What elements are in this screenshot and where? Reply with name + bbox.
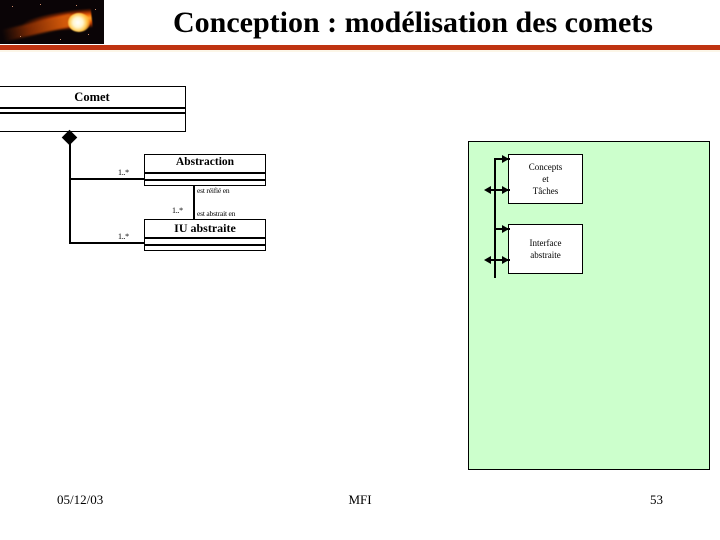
slide-footer: 05/12/03 MFI 53 [0, 492, 720, 514]
arch-box-interface-abstraite[interactable]: Interface abstraite [508, 224, 583, 274]
association-label-reifie: est réifié en [197, 186, 230, 195]
uml-compartment-divider [145, 172, 265, 174]
comet-logo [0, 0, 104, 44]
uml-class-abstraction[interactable]: Abstraction [144, 154, 266, 186]
star-icon [88, 34, 89, 35]
multiplicity-label-iu-abstraite: 1..* [118, 232, 129, 241]
arch-box-line: Interface [529, 237, 562, 248]
star-icon [95, 9, 96, 10]
uml-compartment-divider [0, 112, 185, 114]
arrowhead-right-icon [502, 186, 509, 194]
arch-box-line: Concepts [528, 161, 563, 172]
arrow-line-interface-bidir [488, 259, 510, 261]
title-divider-highlight [0, 50, 720, 52]
association-line-reification [193, 186, 195, 220]
title-divider [0, 45, 720, 50]
uml-class-iu-abstraite[interactable]: IU abstraite [144, 219, 266, 251]
star-icon [12, 6, 13, 7]
star-icon [60, 39, 61, 40]
star-icon [40, 4, 41, 5]
multiplicity-label-abstraction: 1..* [118, 168, 129, 177]
composition-trunk-line [69, 140, 71, 244]
uml-class-name: Comet [74, 90, 110, 104]
footer-date: 05/12/03 [57, 492, 104, 507]
arrowhead-right-icon [502, 256, 509, 264]
arrowhead-right-icon [502, 225, 509, 233]
star-icon [20, 36, 21, 37]
arrowhead-left-icon [484, 186, 491, 194]
multiplicity-label-reification: 1..* [172, 206, 183, 215]
uml-compartment-divider [145, 179, 265, 181]
arrow-bus-interface [494, 228, 496, 278]
association-line-iu-abstraite [69, 242, 145, 244]
uml-compartment-divider [0, 107, 185, 109]
arch-box-line: et [542, 173, 549, 184]
arch-box-concepts-taches[interactable]: Concepts et Tâches [508, 154, 583, 204]
uml-class-name: Abstraction [175, 156, 235, 168]
arrow-bus-connector [494, 205, 496, 231]
association-label-abstrait: est abstrait en [197, 209, 236, 218]
arch-box-line: abstraite [530, 250, 561, 260]
star-icon [76, 5, 77, 6]
arrow-bus-concepts [494, 158, 496, 208]
arrowhead-left-icon [484, 256, 491, 264]
page-title: Conception : modélisation des comets [173, 6, 653, 39]
footer-center-label: MFI [348, 492, 372, 507]
comet-head-icon [68, 13, 90, 32]
arrowhead-right-icon [502, 155, 509, 163]
uml-compartment-divider [145, 244, 265, 246]
uml-class-comet[interactable]: Comet [0, 86, 186, 132]
uml-class-name: IU abstraite [174, 221, 236, 235]
arrow-line-concepts-bidir [488, 189, 510, 191]
uml-compartment-divider [145, 237, 265, 239]
association-line-abstraction [69, 178, 145, 180]
arch-box-line: Tâches [532, 186, 559, 197]
footer-page-number: 53 [650, 492, 663, 507]
